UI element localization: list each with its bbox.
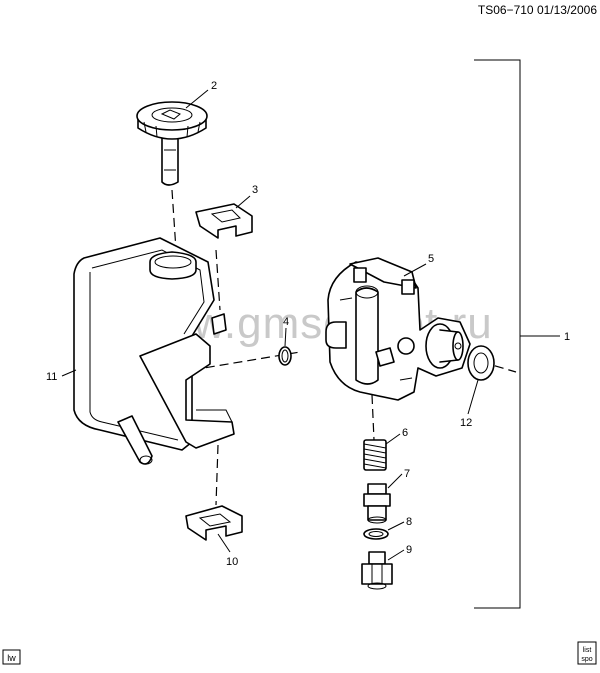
callout-12: 12 bbox=[460, 417, 472, 429]
flow-control-spring bbox=[363, 439, 387, 471]
callout-10: 10 bbox=[226, 556, 238, 568]
callout-4: 4 bbox=[283, 316, 289, 328]
callout-1: 1 bbox=[564, 331, 570, 343]
reservoir-cap bbox=[136, 101, 208, 186]
diagram-date: 01/13/2006 bbox=[537, 3, 597, 17]
corner-label-left-text: lw bbox=[7, 653, 16, 663]
callout-8: 8 bbox=[406, 516, 412, 528]
flow-control-valve bbox=[363, 483, 391, 524]
callout-3: 3 bbox=[252, 184, 258, 196]
assembly-bracket bbox=[474, 59, 560, 609]
callout-11: 11 bbox=[46, 371, 57, 383]
o-ring-seal bbox=[278, 346, 292, 366]
corner-label-left: lw bbox=[2, 649, 21, 665]
corner-label-right: list spo bbox=[577, 641, 597, 665]
power-steering-pump bbox=[325, 257, 471, 401]
diagram-code: TS06−710 bbox=[478, 3, 534, 17]
diagram-id-label: TS06−710 01/13/2006 bbox=[478, 3, 597, 17]
callout-2: 2 bbox=[211, 80, 217, 92]
pump-seal-ring bbox=[467, 345, 495, 381]
leader-lines bbox=[61, 89, 479, 561]
fluid-reservoir bbox=[73, 237, 235, 465]
corner-label-right-bottom: spo bbox=[581, 656, 592, 663]
callout-5: 5 bbox=[428, 253, 434, 265]
lower-clip bbox=[185, 505, 243, 541]
corner-label-right-top: list bbox=[583, 647, 592, 654]
callout-6: 6 bbox=[402, 427, 408, 439]
upper-clip bbox=[195, 203, 253, 239]
callout-9: 9 bbox=[406, 544, 412, 556]
fitting-o-ring bbox=[363, 528, 389, 540]
pressure-fitting bbox=[361, 551, 393, 590]
callout-7: 7 bbox=[404, 468, 410, 480]
